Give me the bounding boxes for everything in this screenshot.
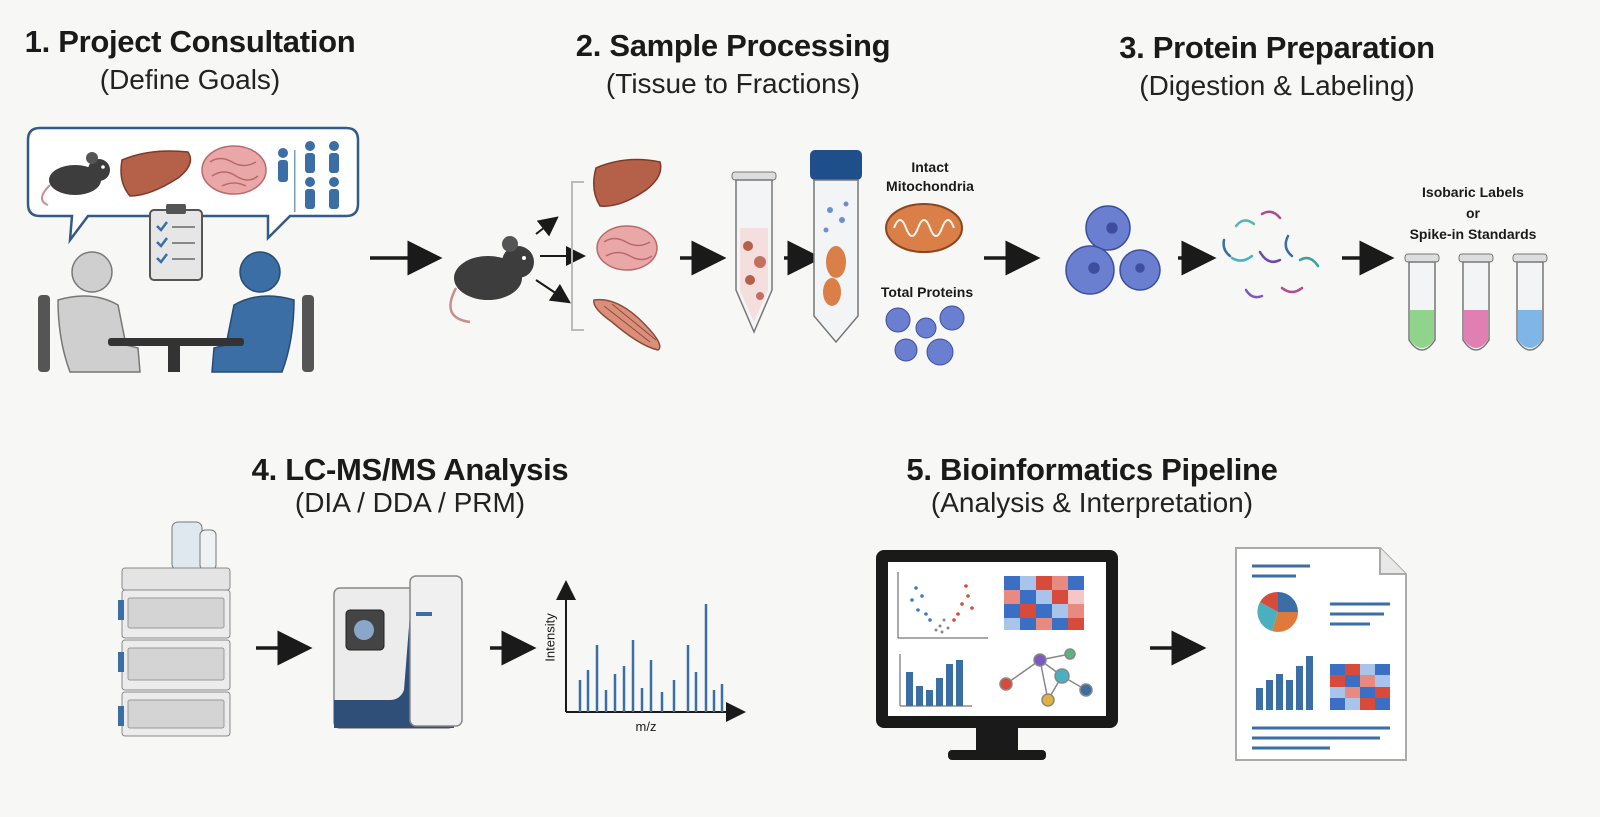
isobaric-label: Isobaric Labels or Spike-in Standards	[1409, 184, 1537, 242]
falcon-tube	[810, 150, 862, 344]
step2-title: 2. Sample Processing	[575, 28, 891, 63]
monitor-bar-chart	[899, 654, 972, 707]
mass-spectrometer	[333, 575, 463, 729]
people-group-icon	[278, 141, 339, 212]
liver-sample	[593, 158, 662, 207]
report-heatmap	[1330, 664, 1390, 710]
step1-subtitle: (Define Goals)	[99, 64, 281, 95]
total-proteins-cluster	[885, 305, 965, 366]
flow-arrows	[256, 240, 1395, 666]
dissection-branch	[535, 181, 586, 331]
step3-title: 3. Protein Preparation	[1119, 30, 1435, 65]
clipboard-icon	[149, 204, 203, 281]
volcano-plot	[897, 572, 988, 639]
speech-bubble	[26, 126, 360, 245]
mouse-icon	[41, 152, 110, 206]
mitochondria-icon	[885, 203, 963, 253]
step3-subtitle: (Digestion & Labeling)	[1139, 70, 1415, 101]
hplc-stack	[118, 521, 231, 737]
report-pie-chart	[1257, 591, 1298, 632]
step5-subtitle: (Analysis & Interpretation)	[930, 487, 1254, 518]
report-document	[1235, 547, 1407, 761]
x-axis-label: m/z	[635, 719, 657, 734]
step4-title: 4. LC-MS/MS Analysis	[251, 452, 569, 487]
liver-icon	[120, 150, 192, 197]
total-proteins-label: Total Proteins	[880, 284, 974, 300]
homogenate-tube	[731, 171, 777, 334]
step1-title: 1. Project Consultation	[24, 24, 356, 59]
step2-subtitle: (Tissue to Fractions)	[605, 68, 861, 99]
peptides-icon	[1222, 210, 1320, 299]
heatmap	[1004, 576, 1084, 630]
step5-title: 5. Bioinformatics Pipeline	[906, 452, 1278, 487]
labeled-tubes	[1404, 253, 1548, 351]
report-bar-chart	[1256, 656, 1313, 710]
brain-icon	[201, 145, 267, 195]
mito-label: Intact Mitochondria	[886, 159, 974, 194]
step4-subtitle: (DIA / DDA / PRM)	[294, 487, 526, 518]
mass-spectrum-peaks	[578, 604, 724, 712]
protein-globules	[1065, 205, 1161, 295]
network-graph	[999, 648, 1093, 707]
brain-sample	[596, 225, 658, 271]
mass-spectrum-axes	[556, 580, 746, 722]
mouse-icon-large	[449, 236, 534, 324]
muscle-sample	[593, 298, 661, 351]
consultation-table-scene	[38, 251, 314, 373]
